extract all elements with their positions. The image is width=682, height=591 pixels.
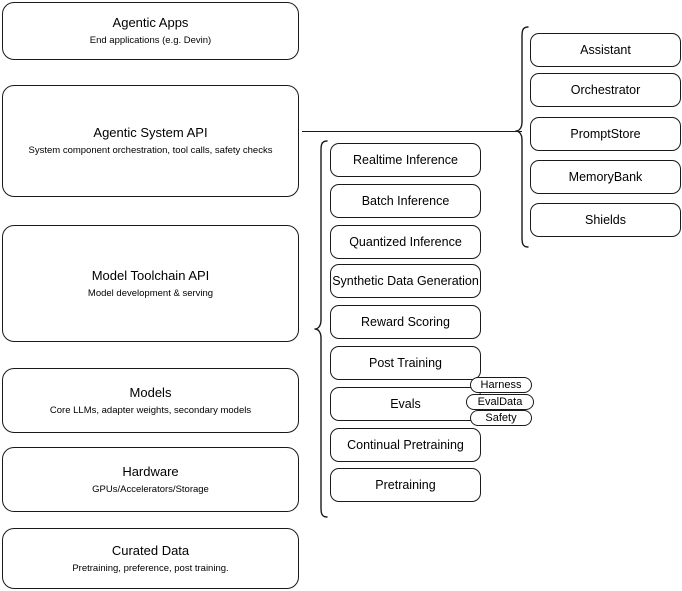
toolchain-box-label: Evals xyxy=(390,397,421,411)
toolchain-box-evals[interactable]: Evals xyxy=(330,387,481,421)
layer-box-agentic-system-api[interactable]: Agentic System API System component orch… xyxy=(2,85,299,197)
evals-badge-evaldata[interactable]: EvalData xyxy=(466,394,534,410)
toolchain-box-pretraining[interactable]: Pretraining xyxy=(330,468,481,502)
system-box-memorybank[interactable]: MemoryBank xyxy=(530,160,681,194)
evals-badge-label: EvalData xyxy=(477,395,523,408)
evals-badge-harness[interactable]: Harness xyxy=(470,377,532,393)
toolchain-box-label: Synthetic Data Generation xyxy=(332,274,479,288)
layer-box-agentic-apps[interactable]: Agentic Apps End applications (e.g. Devi… xyxy=(2,2,299,60)
toolchain-brace-icon xyxy=(314,140,328,518)
toolchain-box-label: Post Training xyxy=(369,356,442,370)
layer-box-hardware[interactable]: Hardware GPUs/Accelerators/Storage xyxy=(2,447,299,512)
system-box-assistant[interactable]: Assistant xyxy=(530,33,681,67)
layer-title: Curated Data xyxy=(111,542,190,558)
toolchain-box-quantized-inference[interactable]: Quantized Inference xyxy=(330,225,481,259)
layer-title: Model Toolchain API xyxy=(91,267,210,283)
evals-badge-label: Harness xyxy=(480,378,522,391)
system-box-orchestrator[interactable]: Orchestrator xyxy=(530,73,681,107)
system-box-label: Orchestrator xyxy=(570,83,641,97)
toolchain-box-continual-pretraining[interactable]: Continual Pretraining xyxy=(330,428,481,462)
toolchain-box-label: Pretraining xyxy=(375,478,436,492)
toolchain-box-label: Realtime Inference xyxy=(353,153,458,167)
toolchain-box-label: Reward Scoring xyxy=(361,315,450,329)
toolchain-box-reward-scoring[interactable]: Reward Scoring xyxy=(330,305,481,339)
layer-title: Hardware xyxy=(122,463,179,479)
toolchain-box-label: Continual Pretraining xyxy=(347,438,464,452)
system-box-label: Assistant xyxy=(580,43,631,57)
system-box-label: MemoryBank xyxy=(568,170,643,184)
layer-title: Agentic Apps xyxy=(112,15,189,30)
layer-title: Agentic System API xyxy=(93,125,208,140)
system-brace-icon xyxy=(515,26,529,248)
layer-box-models[interactable]: Models Core LLMs, adapter weights, secon… xyxy=(2,368,299,433)
evals-badge-safety[interactable]: Safety xyxy=(470,410,532,426)
layer-box-curated-data[interactable]: Curated Data Pretraining, preference, po… xyxy=(2,528,299,589)
layer-box-model-toolchain-api[interactable]: Model Toolchain API Model development & … xyxy=(2,225,299,342)
layer-subtitle: Pretraining, preference, post training. xyxy=(72,562,229,574)
layer-subtitle: System component orchestration, tool cal… xyxy=(28,145,273,156)
layer-subtitle: Model development & serving xyxy=(87,287,214,299)
toolchain-box-batch-inference[interactable]: Batch Inference xyxy=(330,184,481,218)
evals-badge-label: Safety xyxy=(485,411,517,424)
layer-subtitle: Core LLMs, adapter weights, secondary mo… xyxy=(49,404,252,416)
system-box-label: Shields xyxy=(585,213,626,227)
layer-subtitle: End applications (e.g. Devin) xyxy=(89,35,212,46)
system-api-connector-line xyxy=(302,131,522,133)
toolchain-box-label: Quantized Inference xyxy=(349,235,462,249)
toolchain-box-synthetic-data-generation[interactable]: Synthetic Data Generation xyxy=(330,264,481,298)
toolchain-box-realtime-inference[interactable]: Realtime Inference xyxy=(330,143,481,177)
system-box-label: PromptStore xyxy=(570,127,641,141)
layer-subtitle: GPUs/Accelerators/Storage xyxy=(92,483,209,495)
system-box-promptstore[interactable]: PromptStore xyxy=(530,117,681,151)
layer-title: Models xyxy=(129,384,172,400)
toolchain-box-label: Batch Inference xyxy=(361,194,450,208)
system-box-shields[interactable]: Shields xyxy=(530,203,681,237)
toolchain-box-post-training[interactable]: Post Training xyxy=(330,346,481,380)
